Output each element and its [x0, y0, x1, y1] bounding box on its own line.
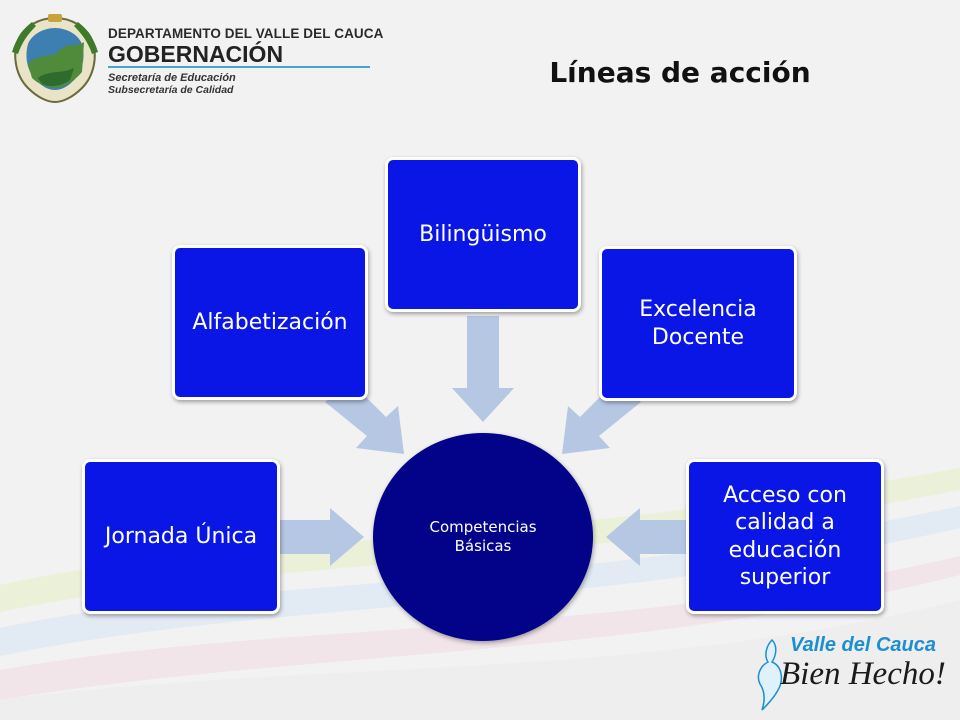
node-bilinguismo: Bilingüismo — [385, 157, 581, 312]
arrow-acceso — [606, 508, 690, 566]
header-divider — [108, 66, 370, 68]
node-label: Excelencia Docente — [639, 297, 757, 350]
center-node: Competencias Básicas — [373, 433, 593, 641]
slide-title: Líneas de acción — [549, 56, 811, 89]
node-label: Acceso con calidad a educación superior — [723, 482, 847, 591]
brand-line-1: Valle del Cauca — [790, 634, 936, 656]
arrow-alfabetizacion — [325, 382, 404, 454]
node-excelencia-docente: Excelencia Docente — [599, 246, 797, 401]
center-label: Competencias Básicas — [429, 517, 537, 556]
arrow-bilinguismo — [452, 316, 514, 422]
node-label: Alfabetización — [192, 309, 348, 335]
node-jornada-unica: Jornada Única — [82, 459, 280, 614]
secretariat-name: Secretaría de Educación — [108, 72, 236, 84]
node-acceso-educacion-superior: Acceso con calidad a educación superior — [686, 459, 884, 614]
government-name: GOBERNACIÓN — [108, 41, 284, 67]
node-label: Bilingüismo — [419, 221, 547, 247]
hand-figure-icon — [757, 638, 783, 711]
brand-line-2: Bien Hecho! — [780, 656, 946, 692]
arrow-jornada — [280, 508, 364, 566]
node-alfabetizacion: Alfabetización — [172, 245, 368, 400]
node-label: Jornada Única — [104, 523, 258, 549]
department-name: DEPARTAMENTO DEL VALLE DEL CAUCA — [108, 26, 384, 41]
subsecretariat-name: Subsecretaría de Calidad — [108, 84, 234, 96]
coat-of-arms-icon — [12, 14, 98, 104]
